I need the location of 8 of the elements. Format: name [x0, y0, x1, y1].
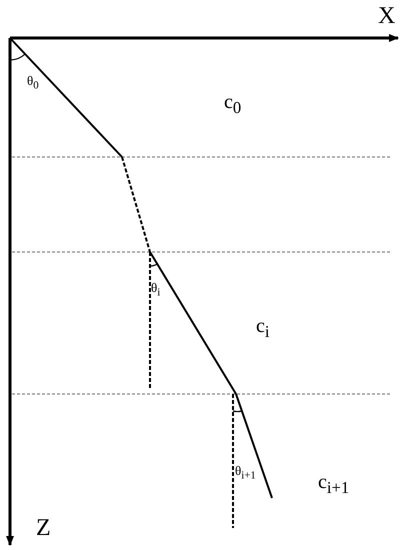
angle-label: θ$_{i}$ — [151, 281, 160, 298]
medium-label: c$_{0}$ — [224, 92, 242, 117]
axis-label: Z — [36, 516, 51, 540]
angle-label: θ$_{i+1}$ — [235, 464, 256, 482]
medium-label: c$_{i+1}$ — [318, 472, 350, 497]
medium-label: c$_{i}$ — [256, 316, 270, 341]
angle-label: θ$_{0}$ — [27, 74, 39, 92]
axis-label: X — [378, 4, 396, 28]
